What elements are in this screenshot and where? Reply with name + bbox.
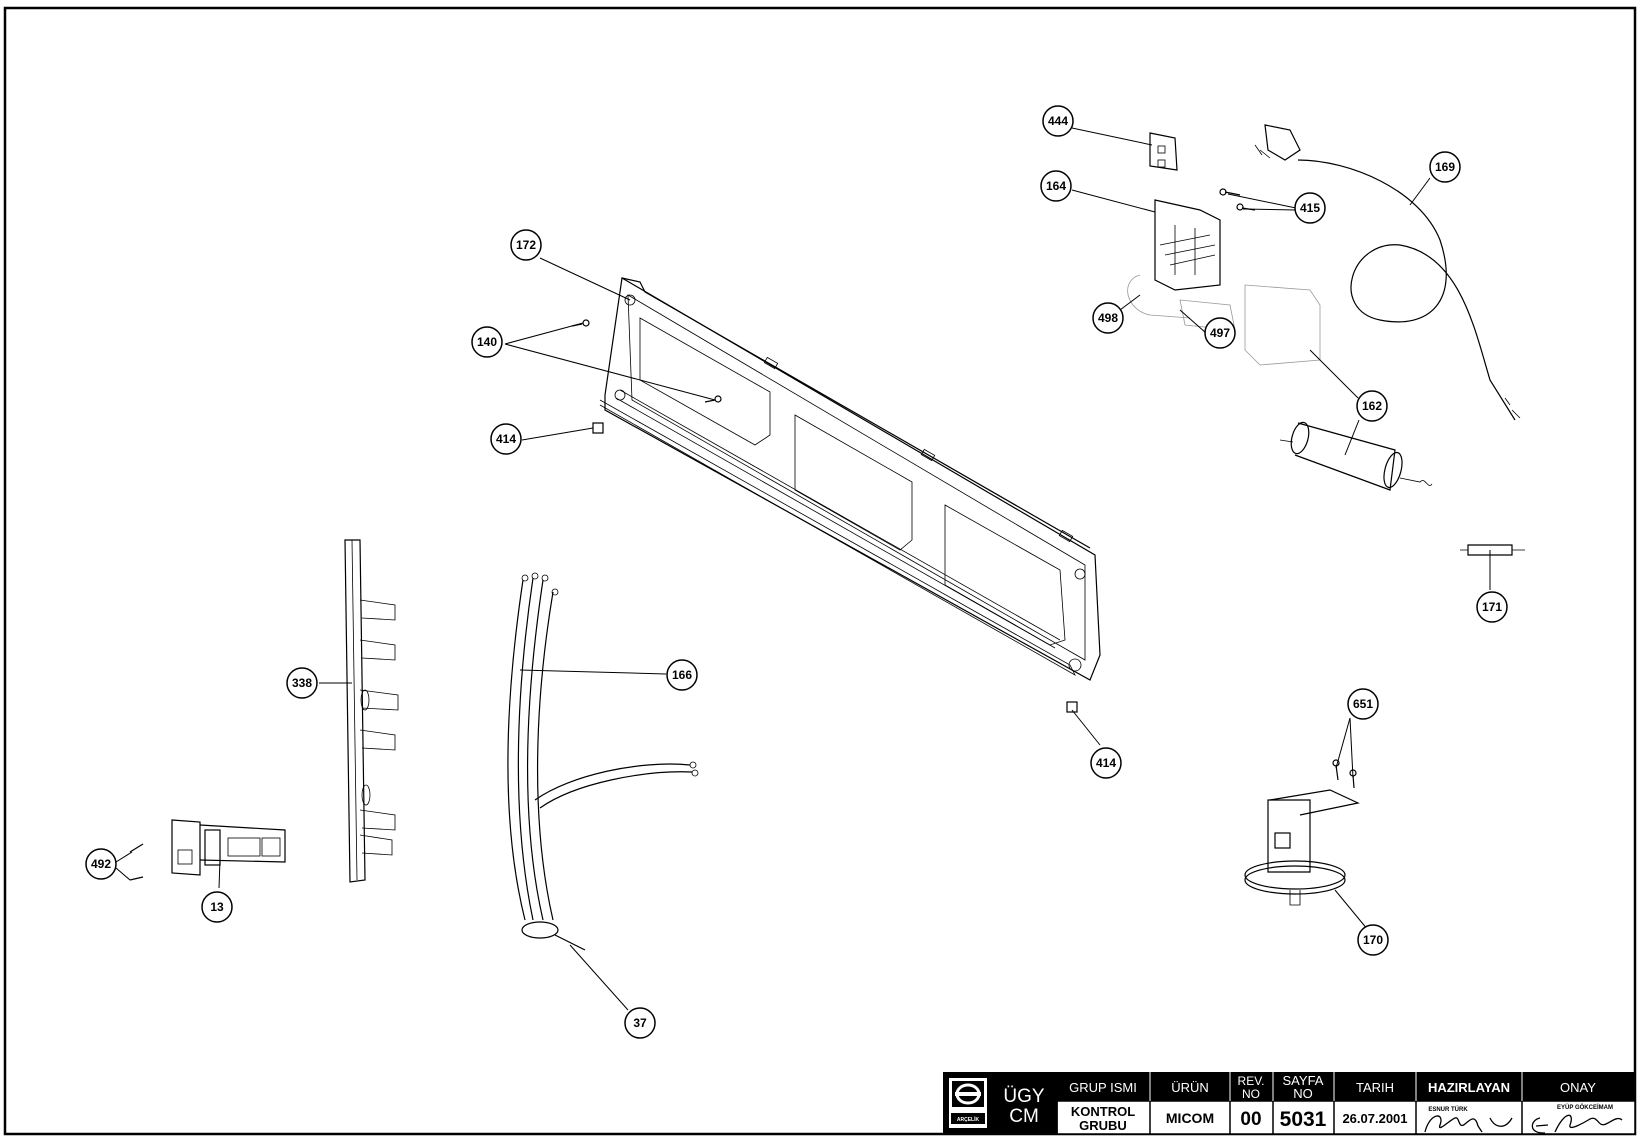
svg-text:164: 164 bbox=[1046, 179, 1066, 193]
bracket-338 bbox=[344, 539, 399, 883]
svg-text:162: 162 bbox=[1362, 399, 1382, 413]
callout-164: 164 bbox=[1040, 170, 1072, 202]
svg-text:166: 166 bbox=[672, 668, 692, 682]
prepared-signature bbox=[1424, 1115, 1513, 1133]
svg-text:13: 13 bbox=[210, 900, 224, 914]
screw-492 bbox=[129, 843, 144, 881]
header-rev-line1: REV. bbox=[1238, 1074, 1265, 1088]
callout-162: 162 bbox=[1356, 390, 1388, 422]
callout-492: 492 bbox=[85, 848, 117, 880]
svg-text:498: 498 bbox=[1098, 311, 1118, 325]
callout-37: 37 bbox=[624, 1007, 656, 1039]
cable-tie-37 bbox=[521, 921, 586, 951]
svg-text:444: 444 bbox=[1048, 114, 1068, 128]
arcelik-logo: ARÇELİK bbox=[949, 1078, 987, 1128]
header-date: TARIH bbox=[1356, 1080, 1394, 1095]
callout-13: 13 bbox=[201, 891, 233, 923]
module-162 bbox=[1244, 284, 1321, 366]
callout-415: 415 bbox=[1294, 192, 1326, 224]
value-date: 26.07.2001 bbox=[1342, 1111, 1407, 1126]
callout-338: 338 bbox=[286, 667, 318, 699]
value-product: MICOM bbox=[1166, 1110, 1214, 1126]
header-rev-line2: NO bbox=[1242, 1087, 1260, 1101]
svg-text:170: 170 bbox=[1363, 933, 1383, 947]
header-prepared: HAZIRLAYAN bbox=[1428, 1080, 1510, 1095]
callout-414: 414 bbox=[1090, 747, 1122, 779]
header-page-line2: NO bbox=[1293, 1086, 1313, 1101]
value-approved-by: EYÜP GÖKCEİMAM bbox=[1557, 1104, 1613, 1111]
title-block: ARÇELİK ÜGY CM GRUP ISMI ÜRÜN REV. NO bbox=[943, 1072, 1636, 1135]
header-group: GRUP ISMI bbox=[1069, 1080, 1137, 1095]
callout-414: 414 bbox=[490, 423, 522, 455]
callout-444: 444 bbox=[1042, 105, 1074, 137]
callout-170: 170 bbox=[1357, 924, 1389, 956]
connector-444 bbox=[1149, 132, 1178, 171]
dept-line1: ÜGY bbox=[1003, 1086, 1045, 1107]
svg-text:140: 140 bbox=[477, 335, 497, 349]
callout-498: 498 bbox=[1092, 302, 1124, 334]
capacitor bbox=[1279, 421, 1433, 491]
nut-414 bbox=[1066, 701, 1078, 713]
callout-171: 171 bbox=[1476, 591, 1508, 623]
svg-text:492: 492 bbox=[91, 857, 111, 871]
leader-lines bbox=[115, 127, 1491, 1011]
screw-415 bbox=[1219, 188, 1256, 211]
svg-text:338: 338 bbox=[292, 676, 312, 690]
svg-text:414: 414 bbox=[1096, 756, 1116, 770]
callout-169: 169 bbox=[1429, 151, 1461, 183]
svg-text:169: 169 bbox=[1435, 160, 1455, 174]
value-page: 5031 bbox=[1280, 1108, 1327, 1131]
nut-414 bbox=[592, 422, 604, 434]
connector-498 bbox=[1127, 274, 1191, 319]
value-prepared-by: ESNUR TÜRK bbox=[1428, 1106, 1468, 1113]
callout-497: 497 bbox=[1204, 317, 1236, 349]
mains-cable-169 bbox=[1254, 124, 1521, 421]
header-page-line1: SAYFA bbox=[1283, 1073, 1324, 1088]
svg-text:ARÇELİK: ARÇELİK bbox=[957, 1116, 980, 1123]
value-group-line2: GRUBU bbox=[1079, 1118, 1127, 1133]
pressure-switch-170 bbox=[1244, 789, 1360, 906]
suppressor-171 bbox=[1460, 544, 1525, 556]
drawing-frame bbox=[3, 6, 1637, 1136]
svg-text:651: 651 bbox=[1353, 697, 1373, 711]
svg-text:497: 497 bbox=[1210, 326, 1230, 340]
svg-text:171: 171 bbox=[1482, 600, 1502, 614]
value-group-line1: KONTROL bbox=[1071, 1104, 1135, 1119]
header-product: ÜRÜN bbox=[1171, 1080, 1209, 1095]
svg-text:37: 37 bbox=[633, 1016, 647, 1030]
callout-172: 172 bbox=[510, 229, 542, 261]
callout-140: 140 bbox=[471, 326, 503, 358]
value-rev: 00 bbox=[1240, 1109, 1261, 1130]
control-panel-frame bbox=[599, 277, 1101, 681]
svg-text:414: 414 bbox=[496, 432, 516, 446]
svg-text:172: 172 bbox=[516, 238, 536, 252]
program-switch-164 bbox=[1154, 199, 1221, 291]
header-approved: ONAY bbox=[1560, 1080, 1596, 1095]
door-lock-13 bbox=[171, 819, 286, 876]
dept-line2: CM bbox=[1009, 1106, 1039, 1127]
wiring-harness-166 bbox=[507, 572, 699, 921]
approved-signature bbox=[1531, 1114, 1623, 1134]
svg-text:415: 415 bbox=[1300, 201, 1320, 215]
screw-140 bbox=[571, 319, 722, 403]
callout-651: 651 bbox=[1347, 688, 1379, 720]
callout-166: 166 bbox=[666, 659, 698, 691]
